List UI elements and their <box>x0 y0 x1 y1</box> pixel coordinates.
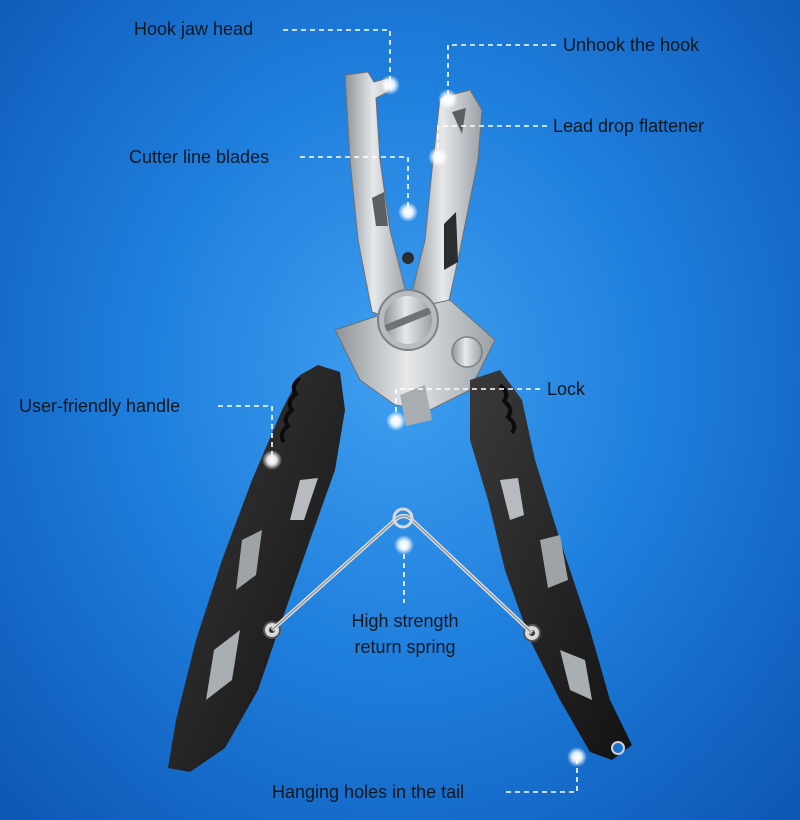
return-spring <box>270 507 534 635</box>
label-unhook-the-hook: Unhook the hook <box>563 35 700 55</box>
label-hanging-holes: Hanging holes in the tail <box>272 782 465 802</box>
callout-markers <box>262 75 587 767</box>
leader-user-friendly-handle <box>218 405 273 458</box>
leader-hanging-holes <box>506 760 578 793</box>
left-jaw <box>344 71 414 323</box>
marker-dot <box>438 89 458 109</box>
leader-lock <box>395 388 540 420</box>
right-jaw <box>409 89 483 319</box>
label-hook-jaw-head: Hook jaw head <box>134 19 254 39</box>
marker-dot <box>567 747 587 767</box>
callout-leaders <box>218 29 578 793</box>
hanging-hole <box>611 741 625 755</box>
label-user-friendly-handle: User-friendly handle <box>19 396 181 416</box>
label-cutter-line-blades: Cutter line blades <box>129 147 270 167</box>
leader-lead-drop-flattener <box>437 125 547 155</box>
leader-unhook-the-hook <box>447 44 556 97</box>
marker-dot <box>262 450 282 470</box>
label-return-spring-line1: High strength <box>351 611 459 631</box>
marker-dot <box>398 202 418 222</box>
leader-hook-jaw-head <box>283 29 391 85</box>
left-handle <box>168 365 345 772</box>
marker-dot <box>386 411 406 431</box>
label-return-spring-line2: return spring <box>354 637 456 657</box>
label-lead-drop-flattener: Lead drop flattener <box>553 116 705 136</box>
marker-dot <box>428 147 448 167</box>
right-handle <box>470 370 632 760</box>
lock-knob <box>451 336 483 368</box>
label-lock: Lock <box>547 379 586 399</box>
marker-dot <box>380 75 400 95</box>
leader-cutter-line-blades <box>300 156 409 210</box>
marker-dot <box>394 535 414 555</box>
